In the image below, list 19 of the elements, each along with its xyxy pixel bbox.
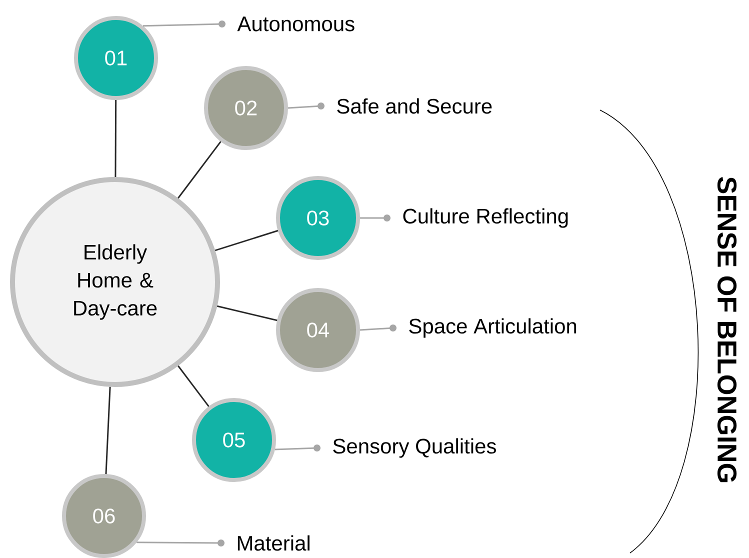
item-label: Culture Reflecting	[403, 208, 568, 228]
item-label: Autonomous	[237, 16, 354, 32]
leader-line	[288, 102, 324, 110]
leader-line	[136, 540, 224, 546]
section-title: SENSE OF BELONGING	[717, 177, 737, 482]
leader-line	[360, 214, 390, 222]
item-label: Material	[238, 535, 310, 551]
connector-line	[114, 100, 117, 178]
connector-line	[178, 365, 210, 407]
connector-line	[217, 305, 278, 322]
leader-line	[142, 20, 226, 28]
item-label: Safe and Secure	[337, 98, 492, 114]
leader-line	[274, 444, 320, 452]
connector-line	[214, 230, 278, 252]
connector-line	[178, 141, 222, 199]
item-label: Sensory Qualities	[333, 438, 496, 458]
connector-line	[105, 386, 111, 474]
leader-line	[360, 324, 396, 332]
item-label: Space Articulation	[409, 318, 576, 338]
